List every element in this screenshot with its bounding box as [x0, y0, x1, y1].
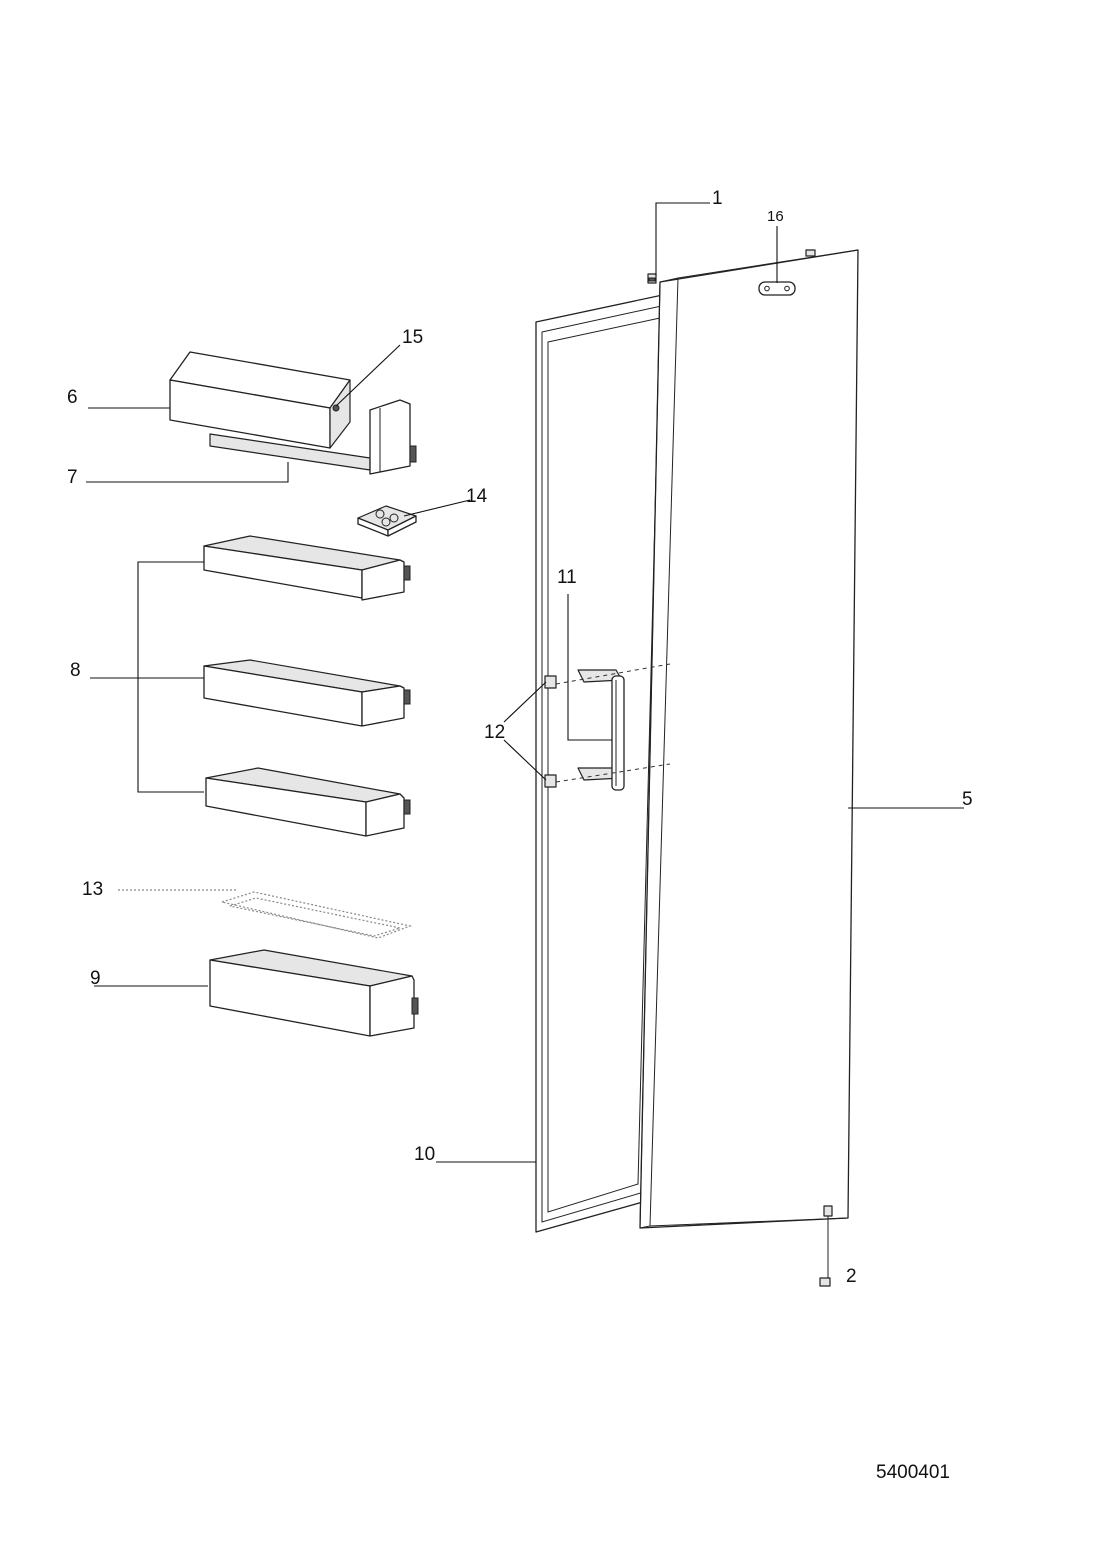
handle-end-caps[interactable]: [544, 675, 557, 788]
door-badge[interactable]: [758, 281, 796, 296]
callout-12: 12: [484, 722, 505, 743]
callout-11: 11: [557, 567, 577, 588]
dairy-compartment-cover[interactable]: [169, 351, 351, 449]
callout-8: 8: [70, 660, 81, 681]
callout-7: 7: [67, 467, 78, 488]
callout-5: 5: [962, 789, 973, 810]
door-shelf-middle[interactable]: [203, 659, 411, 727]
callout-9: 9: [90, 968, 101, 989]
callout-1: 1: [712, 188, 723, 209]
callout-13: 13: [82, 879, 103, 900]
bottle-shelf[interactable]: [209, 949, 419, 1037]
shelf-insert[interactable]: [219, 891, 413, 939]
top-hinge-pin[interactable]: [647, 273, 657, 284]
callout-2: 2: [846, 1266, 857, 1287]
callout-15: 15: [402, 327, 423, 348]
door-shelf-bottom[interactable]: [205, 767, 411, 837]
callout-10: 10: [414, 1144, 435, 1165]
egg-tray[interactable]: [357, 505, 417, 537]
top-corner-cap: [805, 249, 816, 257]
door-outer-panel[interactable]: [639, 249, 859, 1229]
callout-16: 16: [767, 208, 784, 225]
leader-lines: [86, 202, 964, 1163]
bottom-hinge-pin[interactable]: [819, 1205, 833, 1287]
callout-6: 6: [67, 387, 78, 408]
document-number: 5400401: [876, 1462, 950, 1483]
door-shelf-top[interactable]: [203, 535, 411, 601]
callout-labels: 1 16 15 6 7 14 11 8 12 5 13 9 10 2: [67, 188, 973, 1287]
dairy-compartment-base[interactable]: [209, 399, 417, 475]
callout-14: 14: [466, 486, 488, 507]
door-handle[interactable]: [555, 663, 671, 791]
